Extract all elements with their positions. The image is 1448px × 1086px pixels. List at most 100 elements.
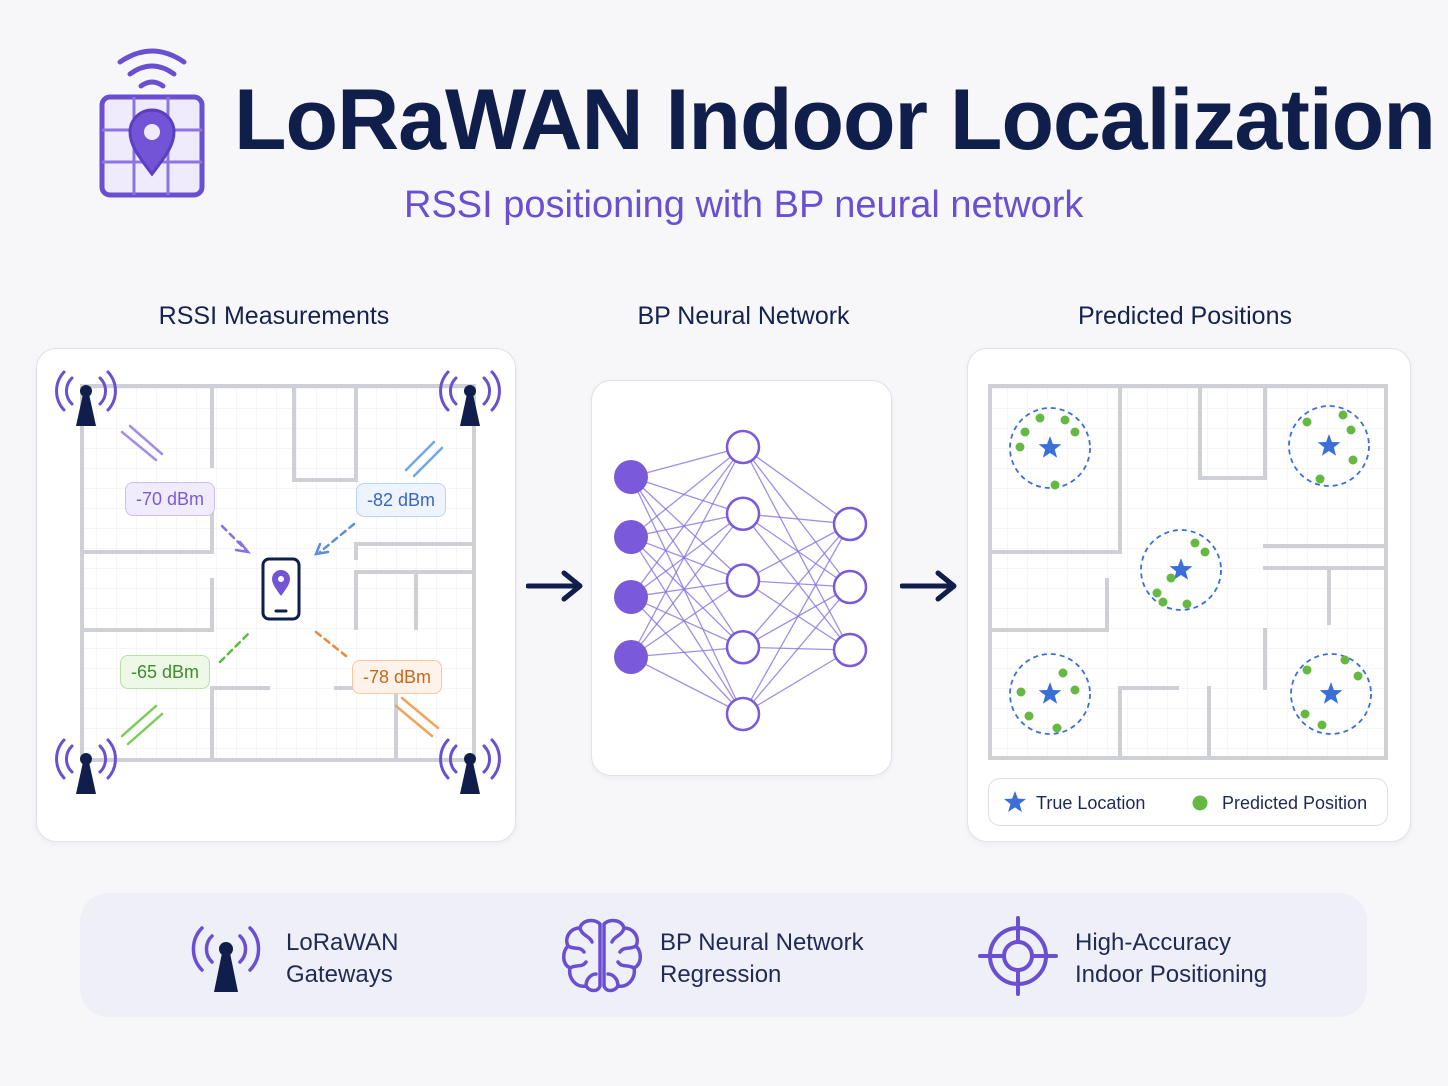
input-neuron <box>614 460 648 494</box>
feature-label-gateways: LoRaWAN Gateways <box>286 929 399 988</box>
hidden-neuron <box>725 496 761 531</box>
network-connection <box>630 513 744 538</box>
input-neuron <box>614 640 648 674</box>
network-connection <box>742 523 851 648</box>
predicted-position-dot <box>1158 597 1168 607</box>
network-connection <box>742 579 851 588</box>
predicted-position-dot <box>1348 455 1358 465</box>
predicted-position-dot <box>1050 480 1060 490</box>
predicted-position-dot <box>1315 474 1325 484</box>
predicted-position-dot <box>1338 410 1348 420</box>
panel-title-network: BP Neural Network <box>637 302 850 330</box>
predicted-position-dot <box>1300 709 1310 719</box>
smartphone-icon <box>261 557 301 621</box>
predicted-position-dot <box>1182 599 1192 609</box>
panel-title-rssi: RSSI Measurements <box>158 302 390 330</box>
predicted-position-dot <box>1346 425 1356 435</box>
hidden-neuron <box>725 563 761 598</box>
network-connection <box>742 523 851 582</box>
network-connection <box>630 646 744 658</box>
error-radius-ring <box>1140 529 1222 611</box>
network-connection <box>630 446 744 478</box>
page-subtitle: RSSI positioning with BP neural network <box>404 184 1084 226</box>
legend <box>988 778 1388 826</box>
network-connection <box>630 476 744 515</box>
predicted-position-dot <box>1015 442 1025 452</box>
network-connection <box>630 446 744 658</box>
predicted-position-dot <box>1070 427 1080 437</box>
predicted-position-dot <box>1024 711 1034 721</box>
predicted-floorplan <box>988 384 1388 760</box>
true-location-star <box>1317 434 1341 456</box>
rssi-value-gateway-3: -65 dBm <box>120 655 211 689</box>
network-connection <box>630 476 744 715</box>
output-neuron <box>832 569 868 605</box>
network-connection <box>742 586 851 715</box>
star-icon <box>1004 791 1026 812</box>
predicted-position-dot <box>1035 413 1045 423</box>
legend-predicted-position: Predicted Position <box>1222 793 1368 813</box>
predicted-position-dot <box>1060 415 1070 425</box>
predicted-position-dot <box>1340 655 1350 665</box>
true-location-star <box>1038 682 1062 704</box>
predicted-position-dot <box>1166 573 1176 583</box>
panel-title-predicted: Predicted Positions <box>1077 302 1292 330</box>
predicted-position-dot <box>1016 687 1026 697</box>
network-connection <box>630 579 744 598</box>
network-connection <box>742 446 851 525</box>
network-connection <box>630 446 744 598</box>
network-connection <box>742 646 851 651</box>
network-connection <box>742 446 851 588</box>
true-location-star <box>1038 436 1062 458</box>
flow-arrow-icon <box>900 570 957 602</box>
green-dot-icon <box>1192 795 1208 811</box>
true-location-star <box>1319 682 1343 704</box>
output-neuron <box>832 506 868 542</box>
network-connection <box>742 523 851 715</box>
network-connection <box>630 476 744 648</box>
neural-network-diagram <box>614 429 868 732</box>
error-radius-ring <box>1009 653 1091 735</box>
predicted-position-dot <box>1058 668 1068 678</box>
page-title: LoRaWAN Indoor Localization <box>234 72 1436 168</box>
network-connection <box>742 446 851 651</box>
rssi-value-gateway-4: -78 dBm <box>352 660 443 694</box>
predicted-position-dot <box>1152 588 1162 598</box>
network-connection <box>630 596 744 648</box>
network-connection <box>630 536 744 648</box>
predicted-position-dot <box>1302 665 1312 675</box>
predicted-position-dot <box>1317 720 1327 730</box>
map-pin-grid-wifi-icon <box>99 48 205 198</box>
error-radius-ring <box>1009 407 1091 489</box>
network-connection <box>742 649 851 715</box>
predicted-position-dot <box>1070 685 1080 695</box>
network-connection <box>742 586 851 648</box>
feature-band <box>80 893 1367 1017</box>
network-connection <box>742 579 851 651</box>
network-connection <box>630 656 744 715</box>
predicted-position-dot <box>1200 547 1210 557</box>
input-neuron <box>614 520 648 554</box>
network-connection <box>630 579 744 658</box>
true-location-star <box>1169 558 1193 580</box>
predicted-position-dot <box>1190 538 1200 548</box>
hidden-neuron <box>725 429 761 465</box>
error-radius-ring <box>1288 405 1370 487</box>
feature-label-network: BP Neural Network Regression <box>660 929 864 988</box>
network-connection <box>742 513 851 525</box>
network-connection <box>630 596 744 715</box>
network-connection <box>742 513 851 588</box>
hidden-neuron <box>725 696 761 732</box>
predicted-position-dot <box>1353 671 1363 681</box>
rssi-value-gateway-1: -70 dBm <box>125 482 216 516</box>
hidden-neuron <box>725 630 761 665</box>
network-connection <box>630 536 744 582</box>
network-connection <box>630 446 744 538</box>
network-connection <box>630 513 744 598</box>
gateway-antenna-icon <box>191 926 261 992</box>
network-connection <box>630 536 744 715</box>
error-radius-ring <box>1290 653 1372 735</box>
input-neuron <box>614 580 648 614</box>
network-connection <box>742 513 851 651</box>
crosshair-icon <box>978 916 1058 996</box>
